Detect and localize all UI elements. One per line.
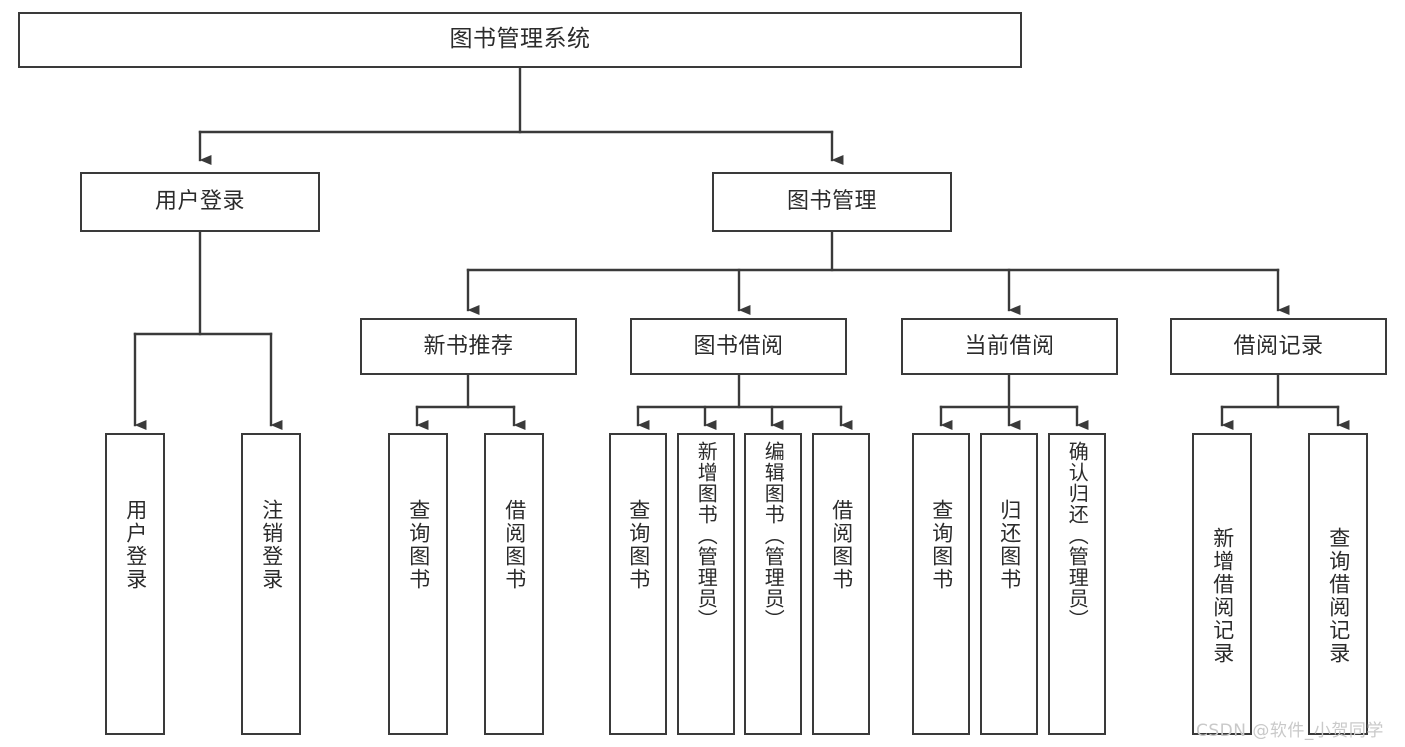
leaf-query-book-borrow[interactable]: 查询图书 <box>609 433 667 735</box>
leaf-borrow-book-recommend[interactable]: 借阅图书 <box>484 433 544 735</box>
node-label: 新增图书（管理员） <box>694 441 719 630</box>
node-label: 新书推荐 <box>423 333 514 359</box>
node-label: 用户登录 <box>123 499 148 591</box>
leaf-query-book-current[interactable]: 查询图书 <box>912 433 970 735</box>
csdn-watermark: CSDN @软件_小贺同学 <box>1196 721 1384 741</box>
node-label: 查询图书 <box>406 499 431 591</box>
node-label: 编辑图书（管理员） <box>761 441 786 630</box>
node-label: 新增借阅记录 <box>1210 527 1235 665</box>
node-label: 借阅记录 <box>1233 333 1324 359</box>
node-label: 当前借阅 <box>964 333 1055 359</box>
leaf-query-book-recommend[interactable]: 查询图书 <box>388 433 448 735</box>
node-borrow-record[interactable]: 借阅记录 <box>1170 318 1387 375</box>
leaf-logout-login[interactable]: 注销登录 <box>241 433 301 735</box>
leaf-borrow-book-borrow[interactable]: 借阅图书 <box>812 433 870 735</box>
node-current-borrow[interactable]: 当前借阅 <box>901 318 1118 375</box>
node-label: 查询图书 <box>929 499 954 591</box>
node-label: 图书管理系统 <box>449 26 591 53</box>
node-book-management[interactable]: 图书管理 <box>712 172 952 232</box>
leaf-confirm-return-admin[interactable]: 确认归还（管理员） <box>1048 433 1106 735</box>
node-label: 用户登录 <box>154 189 245 215</box>
node-label: 图书管理 <box>786 189 877 215</box>
node-label: 归还图书 <box>997 499 1022 591</box>
leaf-query-borrow-record[interactable]: 查询借阅记录 <box>1308 433 1368 735</box>
node-label: 借阅图书 <box>502 499 527 591</box>
leaf-edit-book-admin[interactable]: 编辑图书（管理员） <box>744 433 802 735</box>
node-book-borrow[interactable]: 图书借阅 <box>630 318 847 375</box>
node-label: 查询图书 <box>626 499 651 591</box>
node-new-book-recommend[interactable]: 新书推荐 <box>360 318 577 375</box>
node-label: 借阅图书 <box>829 499 854 591</box>
node-root-book-management-system[interactable]: 图书管理系统 <box>18 12 1022 68</box>
node-label: 查询借阅记录 <box>1326 527 1351 665</box>
node-label: 确认归还（管理员） <box>1065 441 1090 630</box>
leaf-add-borrow-record[interactable]: 新增借阅记录 <box>1192 433 1252 735</box>
node-user-login[interactable]: 用户登录 <box>80 172 320 232</box>
node-label: 注销登录 <box>259 499 284 591</box>
node-label: 图书借阅 <box>693 333 784 359</box>
leaf-add-book-admin[interactable]: 新增图书（管理员） <box>677 433 735 735</box>
leaf-user-login[interactable]: 用户登录 <box>105 433 165 735</box>
leaf-return-book[interactable]: 归还图书 <box>980 433 1038 735</box>
